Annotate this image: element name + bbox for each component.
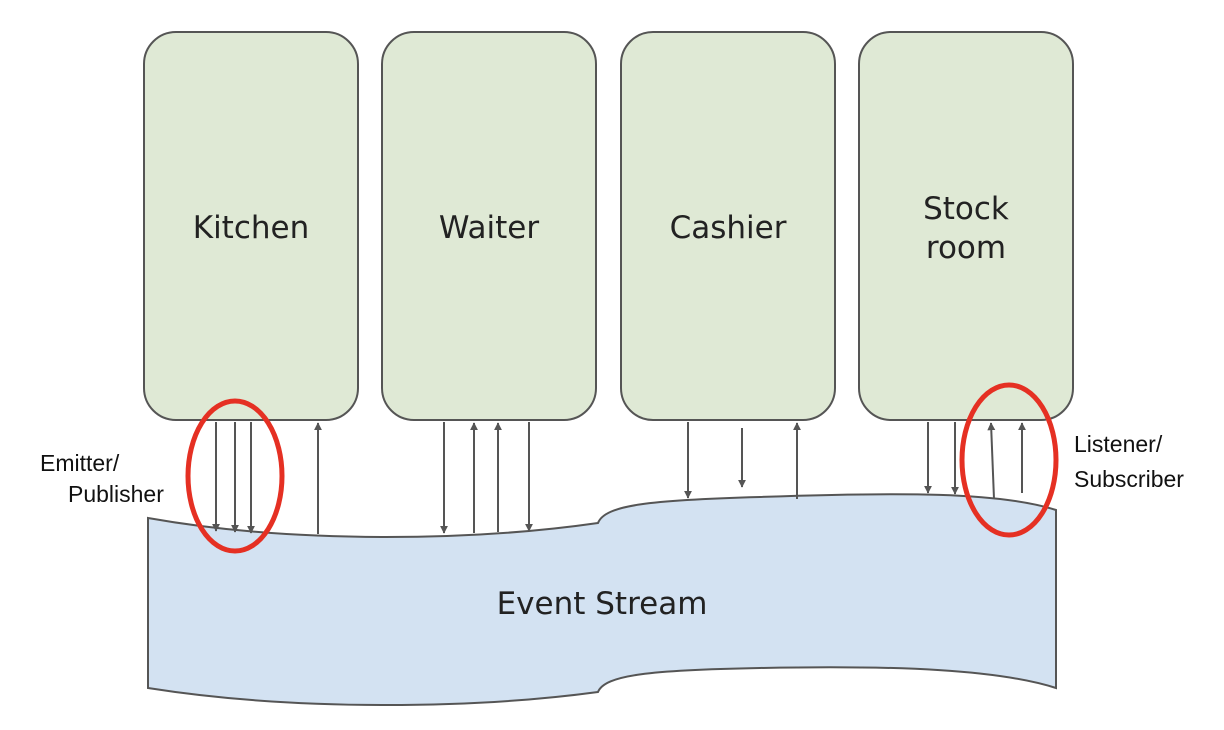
emitter-highlight-ellipse	[185, 398, 285, 554]
component-cashier: Cashier	[620, 31, 836, 421]
stock-room-label-line-2: room	[926, 230, 1006, 266]
listener-label-line-2: Subscriber	[1074, 466, 1184, 492]
component-waiter: Waiter	[381, 31, 597, 421]
component-kitchen: Kitchen	[143, 31, 359, 421]
stock-room-listen-arrow-1	[987, 422, 996, 500]
waiter-label: Waiter	[439, 210, 540, 246]
cashier-label: Cashier	[670, 210, 787, 246]
stock-room-label-line-1: Stock	[923, 191, 1009, 227]
event-stream-shape	[147, 493, 1057, 706]
listener-highlight-ellipse	[959, 382, 1059, 538]
component-stock-room: Stock room	[858, 31, 1074, 421]
listener-label-line-1: Listener/	[1074, 431, 1163, 457]
emitter-label-line-2: Publisher	[68, 481, 164, 507]
event-stream-label: Event Stream	[497, 586, 708, 622]
kitchen-label: Kitchen	[193, 210, 310, 246]
emitter-label-line-1: Emitter/	[40, 450, 120, 476]
